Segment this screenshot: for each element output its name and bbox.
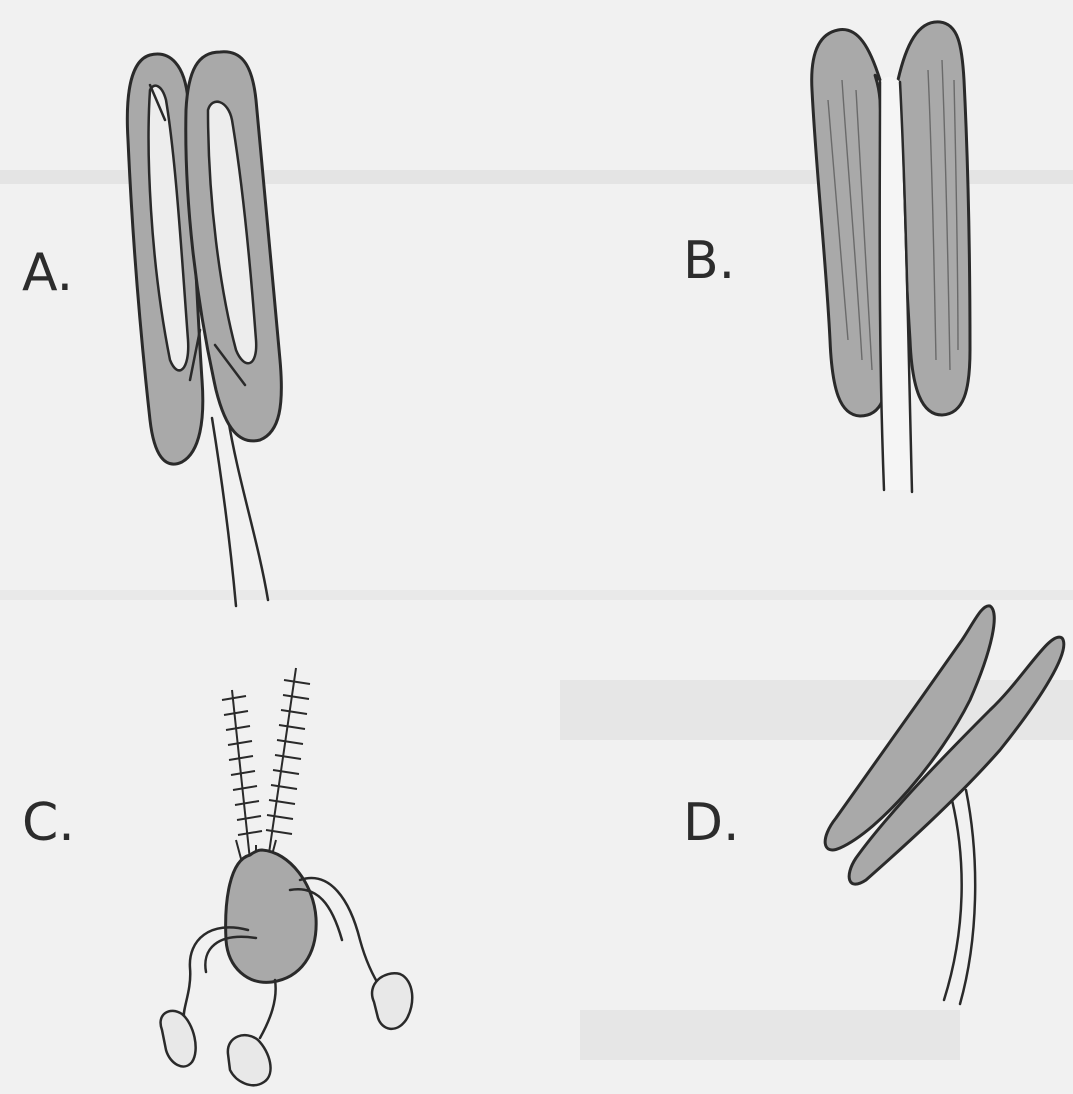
option-a-label: A.	[22, 243, 73, 303]
option-d-label: D.	[683, 793, 740, 853]
option-c-label: C.	[22, 793, 75, 853]
option-b-label: B.	[683, 231, 735, 291]
